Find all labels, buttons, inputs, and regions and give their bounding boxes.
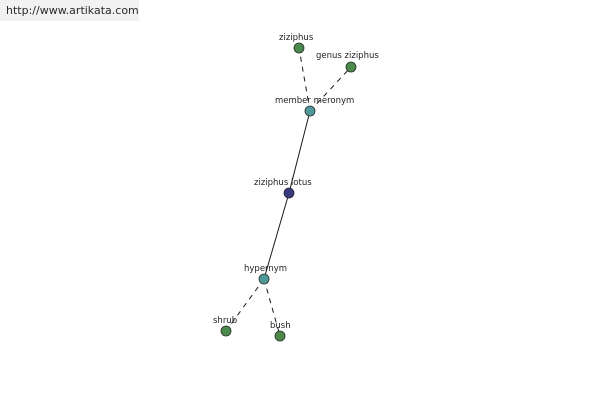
node-label-hypernym: hypernym — [244, 264, 287, 274]
node-bush[interactable]: bush — [270, 321, 291, 342]
edge-member-meronym-ziziphus — [298, 47, 311, 112]
node-member-meronym[interactable]: member meronym — [275, 96, 354, 117]
node-marker-member-meronym[interactable] — [304, 105, 316, 117]
node-marker-bush[interactable] — [274, 330, 286, 342]
node-label-bush: bush — [270, 321, 291, 331]
edges-layer — [225, 47, 352, 337]
edge-ziziphus-lotus-member-meronym — [288, 110, 311, 194]
node-marker-hypernym[interactable] — [258, 273, 270, 285]
node-marker-ziziphus-lotus[interactable] — [283, 187, 295, 199]
node-label-ziziphus: ziziphus — [279, 33, 314, 43]
edge-hypernym-shrub — [225, 278, 265, 332]
edge-ziziphus-lotus-hypernym — [263, 192, 290, 280]
node-label-ziziphus-lotus: ziziphus lotus — [254, 178, 312, 188]
node-shrub[interactable]: shrub — [213, 316, 237, 337]
url-link[interactable]: http://www.artikata.com — [6, 4, 139, 17]
node-marker-ziziphus[interactable] — [293, 42, 305, 54]
node-marker-genus-ziziphus[interactable] — [345, 61, 357, 73]
node-label-member-meronym: member meronym — [275, 96, 354, 106]
node-label-shrub: shrub — [213, 316, 237, 326]
url-banner: http://www.artikata.com — [0, 0, 139, 21]
edge-member-meronym-genus-ziziphus — [309, 66, 352, 112]
node-genus-ziziphus[interactable]: genus ziziphus — [316, 51, 379, 73]
node-hypernym[interactable]: hypernym — [244, 264, 287, 285]
node-ziziphus-lotus[interactable]: ziziphus lotus — [254, 178, 312, 199]
node-marker-shrub[interactable] — [220, 325, 232, 337]
node-label-genus-ziziphus: genus ziziphus — [316, 51, 379, 61]
node-ziziphus[interactable]: ziziphus — [279, 33, 314, 54]
